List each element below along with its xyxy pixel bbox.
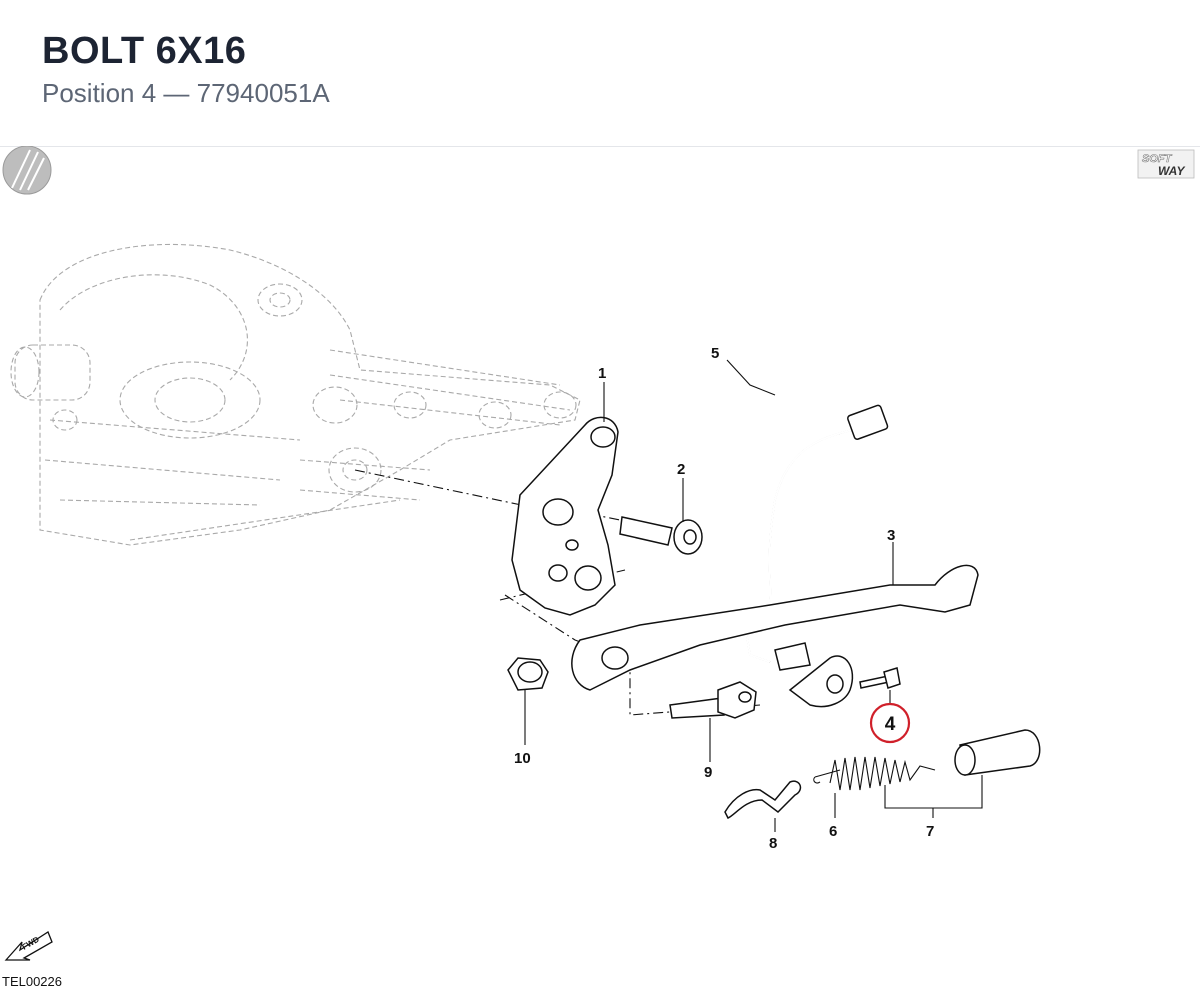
bolt-part-2 xyxy=(619,516,703,555)
spring-clip-part-8 xyxy=(724,780,802,819)
reference-code: TEL00226 xyxy=(2,974,62,989)
sidestand-switch xyxy=(774,642,854,708)
logo-top-text: SOFT xyxy=(1142,153,1173,165)
forward-arrow-icon: FWD xyxy=(4,931,53,961)
callout-6: 6 xyxy=(829,823,837,840)
pivot-bolt-part-9 xyxy=(669,681,757,719)
logo-bottom-text: WAY xyxy=(1158,164,1185,178)
callout-5: 5 xyxy=(711,345,719,362)
bolt-part-4 xyxy=(859,667,901,689)
part-subtitle: Position 4 — 77940051A xyxy=(42,78,330,109)
brand-badge-icon xyxy=(2,146,52,195)
engine-case-outline xyxy=(10,243,581,546)
part-title: BOLT 6X16 xyxy=(42,30,247,72)
leader-lines xyxy=(524,359,983,832)
nut-part-10 xyxy=(507,657,549,691)
sidestand-bracket xyxy=(511,416,619,616)
position-label: Position 4 xyxy=(42,78,157,108)
callout-4: 4 xyxy=(885,714,896,735)
exploded-parts-diagram: SOFT WAY xyxy=(2,146,1195,961)
callout-1: 1 xyxy=(598,365,606,382)
page-header: BOLT 6X16 Position 4 — 77940051A xyxy=(0,0,1200,147)
sensor-wire xyxy=(743,404,889,663)
sleeve-part-7 xyxy=(954,729,1041,776)
callout-8: 8 xyxy=(769,835,777,852)
highlight-ring xyxy=(869,702,911,744)
callout-10: 10 xyxy=(514,750,531,767)
return-spring-part-6 xyxy=(813,756,936,791)
separator: — xyxy=(156,78,197,108)
softway-logo: SOFT WAY xyxy=(1137,149,1195,179)
part-number: 77940051A xyxy=(196,78,330,108)
callout-3: 3 xyxy=(887,527,895,544)
callout-9: 9 xyxy=(704,764,712,781)
axis-line-lower xyxy=(504,594,761,716)
sidestand-leg xyxy=(571,564,979,691)
callout-2: 2 xyxy=(677,461,685,478)
callout-7: 7 xyxy=(926,823,934,840)
callout-4-highlighted[interactable]: 4 xyxy=(869,702,911,744)
